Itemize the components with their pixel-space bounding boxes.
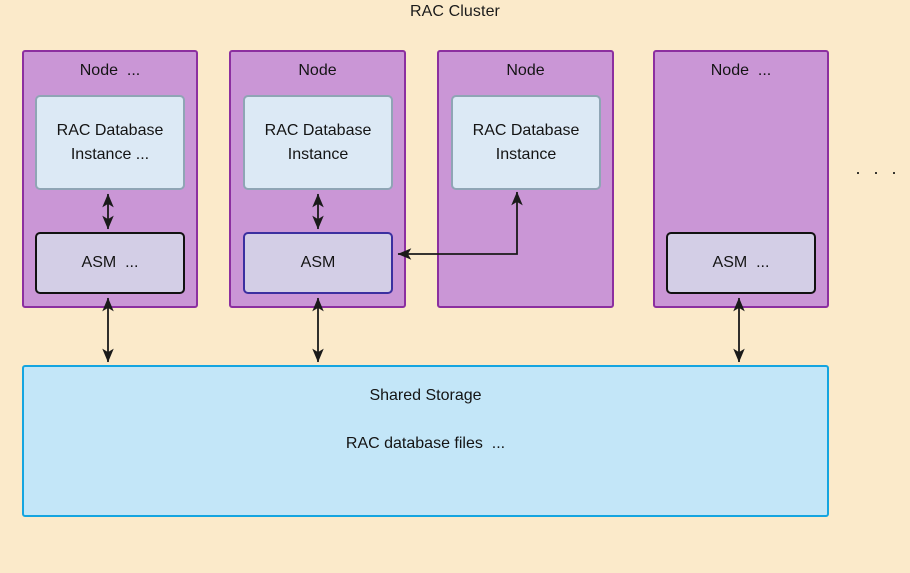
shared-storage-subtitle: RAC database files ... bbox=[345, 435, 506, 452]
rac-database-instance-2[interactable]: RAC Database Instance bbox=[243, 95, 393, 190]
shared-storage-box[interactable]: Shared Storage RAC database files ... bbox=[22, 365, 829, 517]
node-label-1: Node ... bbox=[79, 62, 141, 79]
rac-database-instance-label-2: RAC Database Instance bbox=[264, 122, 372, 163]
shared-storage-title: Shared Storage bbox=[369, 387, 482, 404]
asm-label-2: ASM bbox=[300, 254, 336, 271]
rac-database-instance-label-1: RAC Database Instance ... bbox=[56, 122, 164, 163]
asm-label-1: ASM ... bbox=[81, 254, 139, 271]
page-title: RAC Cluster bbox=[409, 3, 500, 20]
rac-database-instance-3[interactable]: RAC Database Instance bbox=[451, 95, 601, 190]
rac-database-instance-label-3: RAC Database Instance bbox=[472, 122, 580, 163]
node-label-3: Node bbox=[506, 62, 545, 79]
asm-label-4: ASM ... bbox=[712, 254, 770, 271]
asm-box-1[interactable]: ASM ... bbox=[35, 232, 185, 294]
node-label-2: Node bbox=[298, 62, 337, 79]
node-label-4: Node ... bbox=[710, 62, 772, 79]
more-nodes-ellipsis: . . . bbox=[855, 158, 901, 178]
asm-box-4[interactable]: ASM ... bbox=[666, 232, 816, 294]
rac-database-instance-1[interactable]: RAC Database Instance ... bbox=[35, 95, 185, 190]
asm-box-2[interactable]: ASM bbox=[243, 232, 393, 294]
